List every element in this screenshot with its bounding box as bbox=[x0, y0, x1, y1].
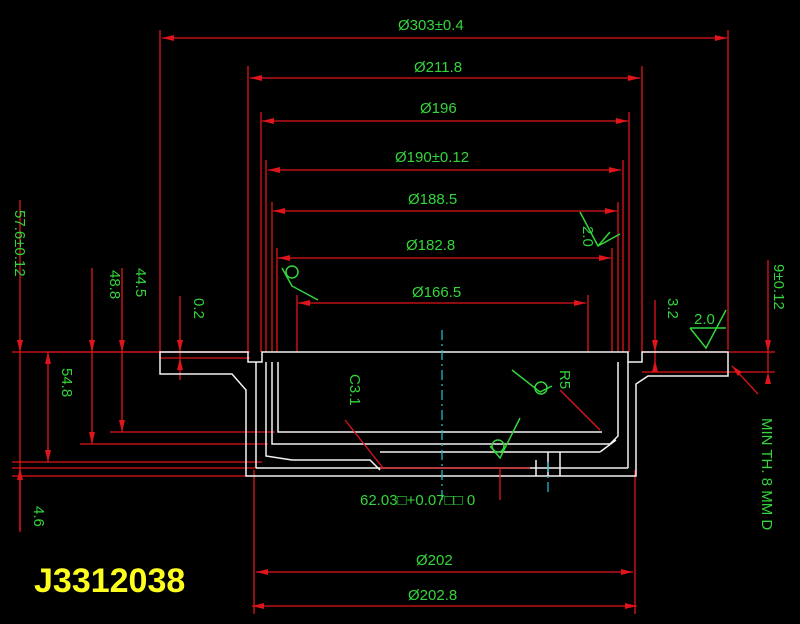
dim-h46: 4.6 bbox=[30, 506, 47, 527]
diameter-dimension-lines bbox=[162, 35, 727, 609]
dim-r5: R5 bbox=[556, 370, 573, 389]
disc-section-outline bbox=[159, 351, 729, 477]
dim-d202: Ø202 bbox=[416, 552, 453, 569]
dim-d196: Ø196 bbox=[420, 100, 457, 117]
dim-d182: Ø182.8 bbox=[406, 237, 455, 254]
dim-t32: 3.2 bbox=[664, 298, 681, 319]
dim-h48: 48.8 bbox=[106, 270, 123, 299]
roughness-right: 2.0 bbox=[694, 311, 715, 328]
roughness-top-right: 2.0 bbox=[579, 226, 596, 247]
right-dimension-lines bbox=[652, 260, 771, 395]
leader-lines bbox=[344, 389, 601, 500]
part-number: J3312038 bbox=[34, 562, 185, 600]
dim-d166: Ø166.5 bbox=[412, 284, 461, 301]
surface-finish-symbols bbox=[281, 211, 727, 460]
dim-h02: 0.2 bbox=[190, 298, 207, 319]
dim-c31: C3.1 bbox=[346, 374, 363, 406]
min-thickness-note: MIN TH. 8 MM D bbox=[758, 418, 775, 530]
dim-t9: 9±0.12 bbox=[770, 264, 787, 310]
dim-d190: Ø190±0.12 bbox=[395, 149, 469, 166]
height-dimension-lines bbox=[17, 200, 183, 532]
dim-h44: 44.5 bbox=[132, 268, 149, 297]
dim-d211: Ø211.8 bbox=[414, 59, 462, 76]
dim-hub: 62.03□+0.07□□ 0 bbox=[360, 492, 475, 509]
dim-d188: Ø188.5 bbox=[408, 191, 457, 208]
dim-h57: 57.6±0.12 bbox=[11, 210, 28, 277]
dim-d202-8: Ø202.8 bbox=[408, 587, 457, 604]
dim-h54: 54.8 bbox=[58, 368, 75, 397]
dim-d303: Ø303±0.4 bbox=[398, 17, 464, 34]
extension-lines bbox=[12, 30, 775, 614]
